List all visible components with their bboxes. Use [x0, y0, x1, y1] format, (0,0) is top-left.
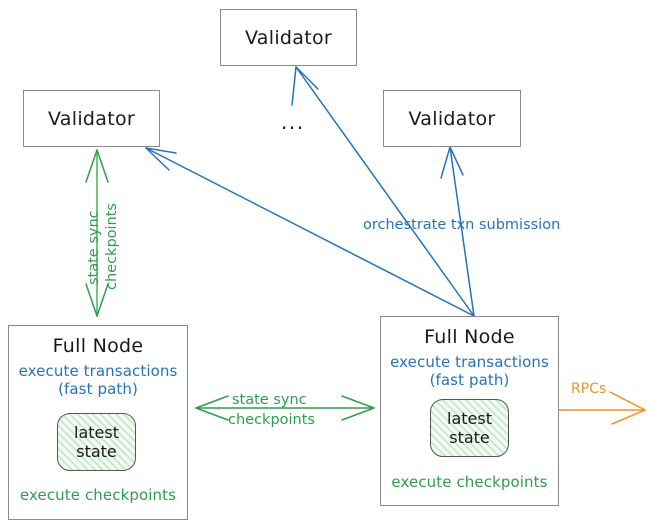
validators-ellipsis: ...	[281, 110, 305, 134]
state-sync-vertical-label-line2: checkpoints	[104, 203, 120, 290]
fullnode-left-checkpoints: execute checkpoints	[19, 486, 177, 504]
fullnode-right-checkpoints: execute checkpoints	[391, 473, 548, 491]
fullnode-left-exec-line2: (fast path)	[58, 380, 138, 399]
fullnode-left-exec-text: execute transactions (fast path)	[19, 362, 178, 399]
fullnode-right-exec-line1: execute transactions	[390, 353, 549, 371]
state-sync-horizontal-label-line1: state sync	[232, 392, 307, 408]
latest-state-left-line1: latest	[74, 422, 119, 442]
validator-left-label: Validator	[47, 107, 135, 130]
state-sync-horizontal-label-line2: checkpoints	[228, 412, 315, 428]
fullnode-left-title: Full Node	[52, 335, 144, 357]
fullnode-left-exec-line1: execute transactions	[18, 362, 178, 380]
validator-top-label: Validator	[244, 26, 332, 49]
validator-node-right[interactable]: Validator	[383, 90, 521, 147]
validator-node-top[interactable]: Validator	[220, 9, 357, 66]
validator-right-label: Validator	[408, 107, 496, 130]
latest-state-right-line1: latest	[447, 408, 492, 428]
latest-state-right-line2: state	[449, 428, 490, 447]
state-sync-vertical-label-line1: state sync	[86, 210, 102, 285]
latest-state-box-left[interactable]: latest state	[57, 413, 136, 471]
latest-state-left-line2: state	[76, 442, 117, 461]
latest-state-box-right[interactable]: latest state	[430, 399, 509, 457]
fullnode-right-exec-line2: (fast path)	[429, 371, 510, 390]
rpcs-label: RPCs	[571, 381, 607, 397]
validator-node-left[interactable]: Validator	[23, 90, 160, 147]
fullnode-right[interactable]: Full Node execute transactions (fast pat…	[380, 316, 559, 506]
fullnode-left[interactable]: Full Node execute transactions (fast pat…	[8, 325, 188, 520]
fullnode-right-exec-text: execute transactions (fast path)	[390, 353, 549, 390]
fullnode-right-title: Full Node	[424, 326, 515, 348]
orchestrate-txn-label: orchestrate txn submission	[363, 217, 561, 233]
